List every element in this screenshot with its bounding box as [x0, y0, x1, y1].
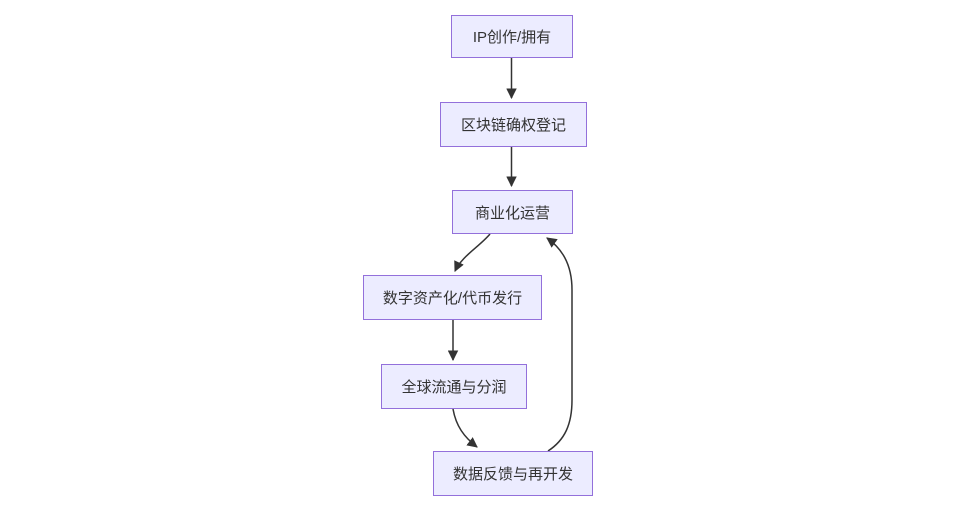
node-data-feedback-label: 数据反馈与再开发 — [452, 466, 573, 483]
node-ip-creation-label: IP创作/拥有 — [472, 29, 552, 46]
edge-operate-to-tokenize — [454, 233, 491, 272]
node-global-circulation-label: 全球流通与分润 — [401, 379, 507, 396]
node-blockchain-registration: 区块链确权登记 — [440, 102, 587, 147]
node-digital-assetization: 数字资产化/代币发行 — [363, 275, 542, 320]
node-ip-creation: IP创作/拥有 — [451, 15, 573, 58]
node-commercial-operation-label: 商业化运营 — [474, 204, 550, 222]
node-data-feedback: 数据反馈与再开发 — [433, 451, 593, 496]
edge-feedback-to-operate-loop — [546, 237, 573, 452]
node-commercial-operation: 商业化运营 — [452, 190, 573, 234]
node-global-circulation: 全球流通与分润 — [381, 364, 527, 409]
edge-circulate-to-feedback — [452, 408, 478, 448]
node-digital-assetization-label: 数字资产化/代币发行 — [382, 290, 523, 307]
node-blockchain-registration-label: 区块链确权登记 — [460, 117, 566, 134]
